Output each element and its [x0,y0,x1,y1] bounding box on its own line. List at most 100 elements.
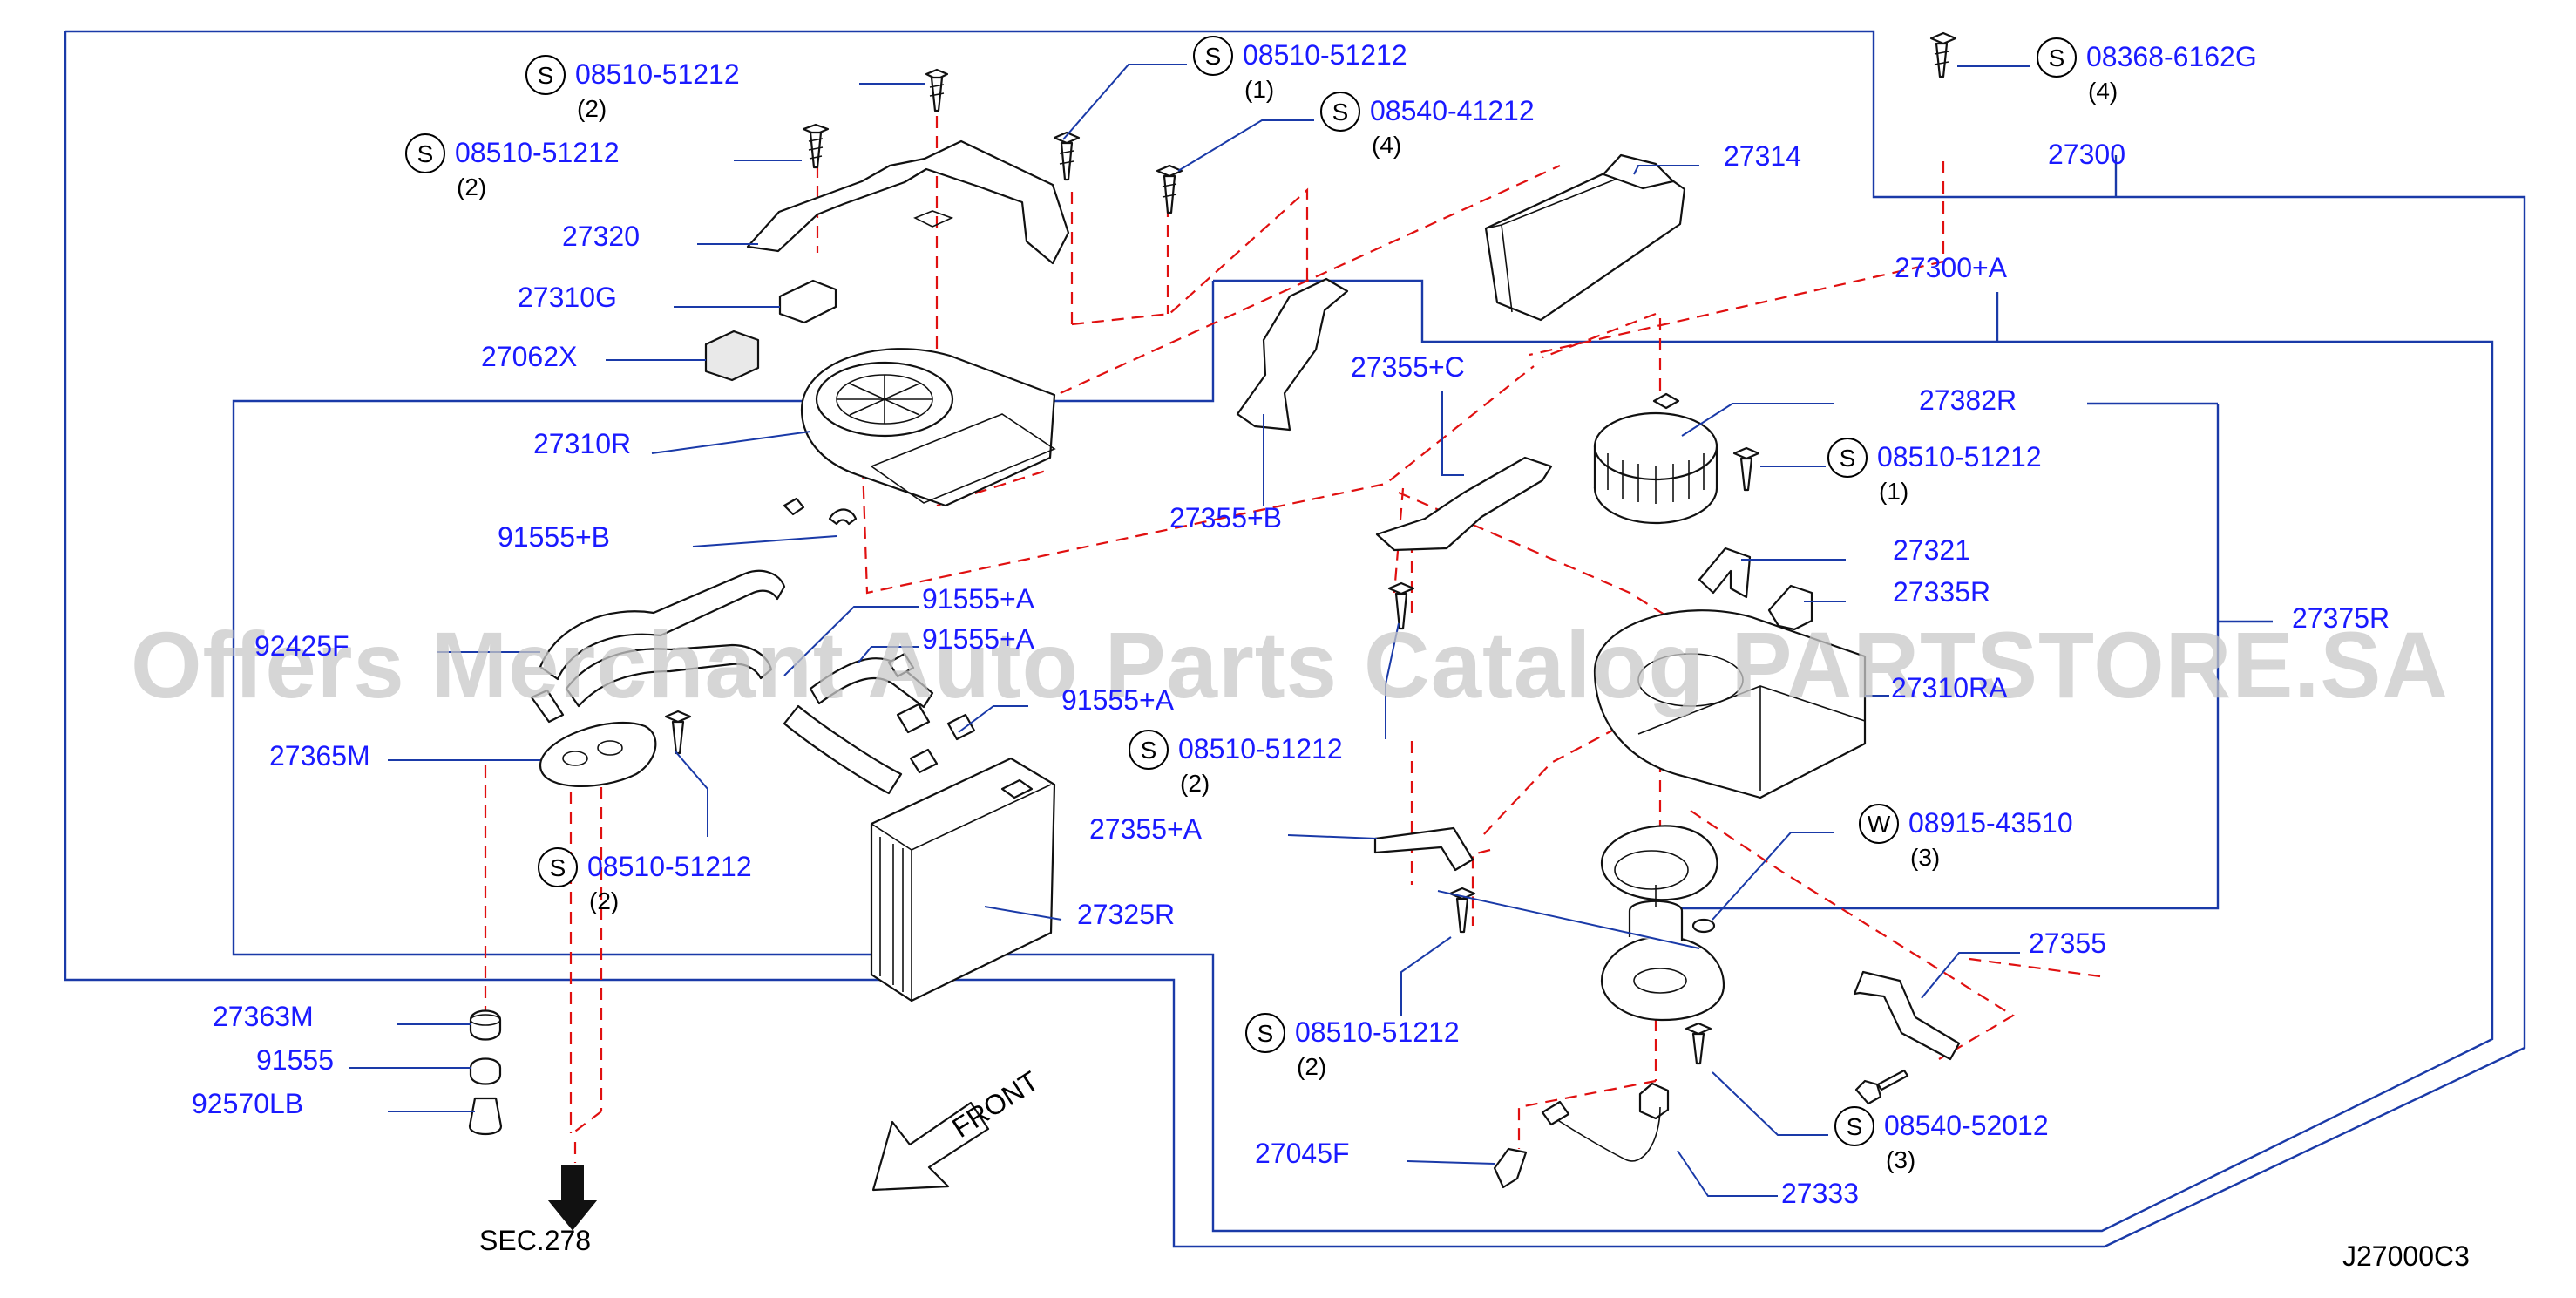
part-number-link[interactable]: 91555 [256,1044,334,1076]
front-arrow-icon [871,1101,990,1192]
grommet-27365m [539,722,657,788]
part-number-link[interactable]: 27314 [1724,140,1801,172]
resistor-27062x [704,330,760,382]
part-number-link[interactable]: 27375R [2292,602,2390,634]
bracket-27355a [1373,826,1474,872]
group-frame-lines [64,30,2526,1248]
fastener-callout[interactable]: W 08915-43510 (3) [1859,804,2073,871]
callout-quantity: (2) [1180,770,1210,797]
callout-bubble-icon [1193,36,1233,76]
bracket-27355c [1375,456,1553,552]
callout-part-number[interactable]: 08510-51212 [1178,733,1343,765]
callout-part-number[interactable]: 08915-43510 [1908,807,2073,839]
part-number-link[interactable]: 27045F [1255,1138,1350,1169]
screw-mid-top [1156,164,1183,214]
part-number-link[interactable]: 27355 [2029,928,2106,959]
callout-symbol: W [1868,811,1891,838]
screw-top-center [925,68,949,112]
part-number-link[interactable]: 27310R [533,428,631,459]
screw-27365m [664,710,692,755]
screw-27355c [1387,581,1415,630]
part-number-link[interactable]: 27355+C [1351,351,1465,383]
callout-quantity: (2) [589,887,619,914]
callout-symbol: S [1332,99,1349,126]
part-number-link[interactable]: 27321 [1893,534,1970,566]
part-number-labels: 27314 27300 27320 27300+A 27310G 27062X 27355+… [192,139,2390,1209]
part-number-link[interactable]: 27320 [562,221,640,252]
hose-clamp-3 [946,713,976,741]
bracket-27355b [1236,277,1349,432]
part-number-link[interactable]: 27333 [1781,1178,1859,1209]
part-number-link[interactable]: 92425F [254,630,349,662]
callout-quantity: (3) [1886,1146,1915,1173]
motor-harness-27333 [1541,1082,1670,1162]
part-number-link[interactable]: 27382R [1919,384,2017,416]
fastener-callout[interactable]: S 08510-51212 (2) [538,847,752,914]
callout-part-number[interactable]: 08510-51212 [455,137,620,168]
part-number-link[interactable]: 27365M [269,740,370,771]
part-number-link[interactable]: 27062X [481,341,577,372]
callout-bubble-icon [2037,37,2077,78]
part-number-link[interactable]: 91555+A [922,623,1035,655]
callout-quantity: (3) [1910,844,1940,871]
part-number-link[interactable]: 27310G [518,282,617,313]
part-number-link[interactable]: 27335R [1893,576,1990,608]
callout-part-number[interactable]: 08368-6162G [2086,41,2257,72]
callout-quantity: (2) [457,173,486,200]
leader-lines [349,64,2030,1197]
screw-08540-52012 [1685,1022,1712,1065]
blower-motor-27333 [1600,885,1725,1022]
part-number-link[interactable]: 91555+A [922,583,1035,615]
callout-quantity: (2) [1297,1053,1326,1080]
callout-symbol: S [1257,1020,1274,1047]
part-number-link[interactable]: 27355+B [1169,502,1282,533]
callout-bubble-icon [1245,1013,1285,1053]
part-number-link[interactable]: 91555+B [498,521,610,553]
watermark-text: Offers Merchant Auto Parts Catalog PARTS… [131,612,2449,717]
callout-part-number[interactable]: 08510-51212 [1877,441,2042,472]
screw-27355a [1448,887,1476,934]
callout-bubble-icon [525,55,566,95]
callout-part-number[interactable]: 08510-51212 [575,58,740,90]
hose-clamp-2 [896,703,931,734]
callout-part-number[interactable]: 08540-52012 [1884,1110,2049,1141]
part-number-link[interactable]: 27310RA [1891,672,2008,703]
part-number-link[interactable]: 27300 [2048,139,2125,170]
callout-part-number[interactable]: 08510-51212 [1243,39,1407,71]
callout-part-number[interactable]: 08510-51212 [1295,1016,1460,1048]
callout-part-number[interactable]: 08540-41212 [1370,95,1535,126]
section-reference-label[interactable]: SEC.278 [479,1225,591,1256]
part-number-link[interactable]: 92570LB [192,1088,303,1119]
callout-bubble-icon [1320,92,1360,132]
hose-lower [783,704,903,795]
cover-bracket-27320 [746,139,1070,265]
front-direction-label: FRONT [946,1065,1044,1144]
part-number-link[interactable]: 27325R [1077,899,1175,930]
part-number-link[interactable]: 91555+A [1061,684,1175,716]
callout-symbol: S [550,854,566,881]
part-number-link[interactable]: 27363M [213,1001,314,1032]
part-number-link[interactable]: 27355+A [1089,813,1203,845]
bracket-27321 [1698,547,1752,599]
part-number-link[interactable]: 27300+A [1895,252,2008,283]
callout-part-number[interactable]: 08510-51212 [587,851,752,882]
callout-bubble-icon [1859,804,1899,844]
sec-278-arrow [547,1165,598,1231]
screw-27320-right [1053,131,1081,181]
bracket-27355 [1853,970,1961,1061]
callout-bubble-icon [1834,1106,1874,1146]
alignment-dashed-lines [484,96,2101,1163]
fastener-callout[interactable]: S 08510-51212 (2) [1245,1013,1460,1080]
callout-bubble-icon [1827,438,1868,478]
callout-symbol: S [1205,43,1222,70]
